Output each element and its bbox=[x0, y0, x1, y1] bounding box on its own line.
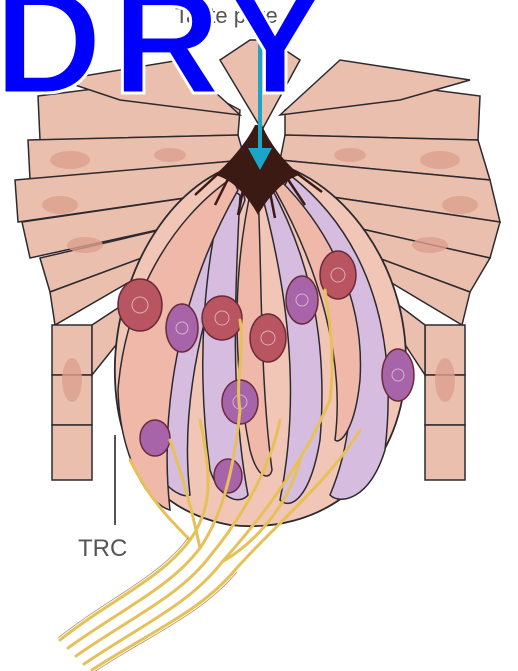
trc-label: TRC bbox=[78, 535, 127, 563]
overlay-watermark-text: DRY bbox=[0, 0, 518, 116]
